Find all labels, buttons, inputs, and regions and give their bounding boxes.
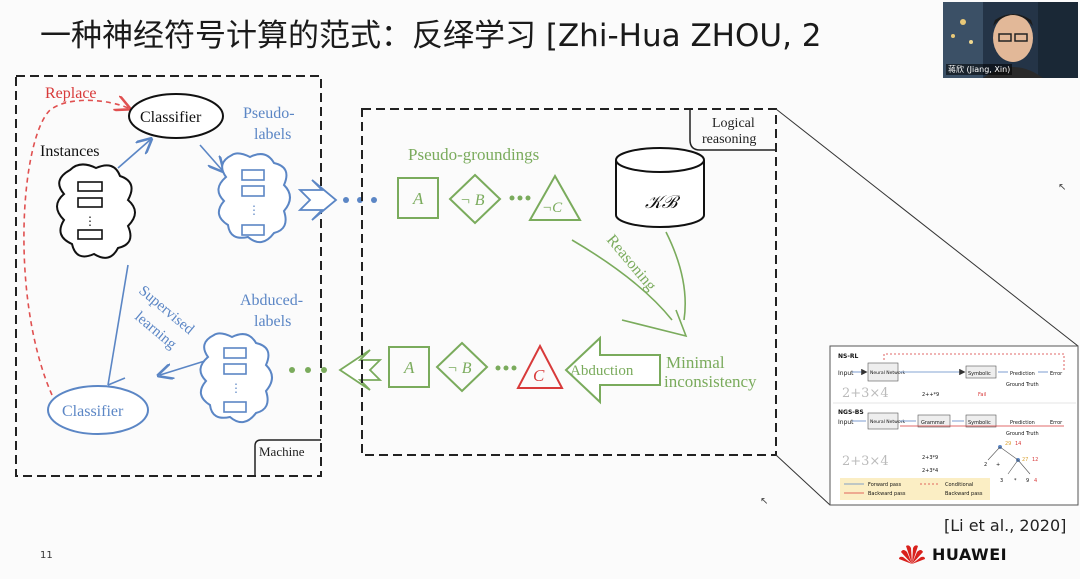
- pseudo-labels-cloud: [217, 152, 291, 244]
- svg-text:2+3*4: 2+3*4: [922, 468, 938, 474]
- svg-text:Backward pass: Backward pass: [868, 491, 906, 497]
- pseudo-labels-1: Pseudo-: [243, 105, 295, 122]
- svg-text:Error: Error: [1050, 371, 1063, 377]
- abduction-arrow: [564, 335, 661, 405]
- svg-text:⋮: ⋮: [248, 203, 260, 217]
- svg-text:Grammar: Grammar: [921, 420, 946, 426]
- svg-text:Ground Truth: Ground Truth: [1006, 382, 1039, 388]
- svg-text:Input: Input: [838, 370, 854, 377]
- symbol-c-bottom: [516, 343, 564, 389]
- classifier-bottom: [47, 385, 149, 435]
- huawei-petals-icon: [898, 542, 926, 566]
- svg-text:NGS-BS: NGS-BS: [838, 409, 864, 416]
- svg-text:Symbolic: Symbolic: [968, 420, 991, 426]
- reasoning-label: Reasoning: [603, 232, 659, 295]
- svg-text:Ground Truth: Ground Truth: [1006, 431, 1039, 437]
- classifier-top-label: Classifier: [140, 109, 202, 126]
- svg-text:2+3×4: 2+3×4: [842, 454, 889, 469]
- logical-label: Logical: [712, 116, 755, 131]
- inconsistency-label: inconsistency: [664, 372, 757, 391]
- svg-text:Neural Network: Neural Network: [870, 419, 905, 425]
- svg-text:+: +: [996, 462, 1000, 468]
- participant-name: 蒋欣 (Jiang, Xin): [946, 64, 1013, 75]
- abduced-labels-cloud: [199, 332, 273, 424]
- svg-text:27: 27: [1022, 457, 1028, 463]
- page-number: 11: [40, 550, 53, 561]
- classifier-top: [128, 93, 224, 139]
- citation: [Li et al., 2020]: [944, 516, 1067, 535]
- abduced-labels-1: Abduced-: [240, 292, 303, 309]
- svg-text:¬C: ¬C: [542, 200, 563, 216]
- symbol-a-top: [397, 177, 439, 219]
- brand-name: HUAWEI: [932, 544, 1008, 564]
- svg-text:Fail: Fail: [978, 392, 986, 398]
- svg-text:⋮: ⋮: [230, 381, 242, 395]
- svg-text:4: 4: [1034, 478, 1037, 484]
- svg-text:⋮: ⋮: [84, 214, 96, 228]
- machine-label: Machine: [259, 444, 305, 459]
- pseudo-labels-2: labels: [254, 126, 291, 143]
- svg-text:2+3*9: 2+3*9: [922, 455, 938, 461]
- symbol-a-bottom: [388, 346, 430, 388]
- svg-text:Neural Network: Neural Network: [870, 370, 905, 376]
- inset-parse-tree: 29 14 27 12 2 + 3 * 9 4: [984, 441, 1038, 484]
- svg-text:2++*9: 2++*9: [922, 392, 939, 398]
- svg-text:Error: Error: [1050, 420, 1063, 426]
- svg-text:Symbolic: Symbolic: [968, 371, 991, 377]
- abduced-labels-2: labels: [254, 313, 291, 330]
- knowledge-base: [615, 160, 705, 228]
- symbol-not-c-top: [528, 173, 582, 221]
- mouse-cursor-icon: ↖: [1058, 182, 1067, 193]
- svg-text:Forward pass: Forward pass: [868, 482, 902, 488]
- svg-text:C: C: [533, 366, 545, 385]
- video-tile[interactable]: 蒋欣 (Jiang, Xin): [943, 2, 1078, 78]
- classifier-bottom-label: Classifier: [62, 403, 124, 420]
- machine-learning-box: [15, 75, 322, 477]
- svg-text:NS-RL: NS-RL: [838, 353, 858, 360]
- svg-text:2+3×4: 2+3×4: [842, 386, 889, 401]
- svg-text:14: 14: [1015, 441, 1021, 447]
- svg-text:*: *: [1014, 478, 1017, 484]
- abduction-label: Abduction: [570, 363, 634, 379]
- symbol-not-b-bottom: [435, 341, 489, 393]
- svg-text:Input: Input: [838, 419, 854, 426]
- svg-text:9: 9: [1026, 478, 1029, 484]
- svg-text:A: A: [412, 189, 424, 208]
- replace-label: Replace: [45, 85, 97, 102]
- logical-reasoning-box: [361, 108, 777, 456]
- slide-title: 一种神经符号计算的范式：反绎学习 [Zhi-Hua ZHOU, 2: [40, 18, 822, 54]
- svg-text:12: 12: [1032, 457, 1038, 463]
- instances-cloud: [56, 163, 136, 259]
- mouse-cursor-icon-2: ↖: [760, 496, 769, 507]
- svg-text:29: 29: [1005, 441, 1011, 447]
- svg-text:2: 2: [984, 462, 987, 468]
- svg-text:Prediction: Prediction: [1010, 420, 1035, 426]
- svg-text:Conditional: Conditional: [945, 482, 973, 488]
- instances-label: Instances: [40, 143, 100, 160]
- svg-text:3: 3: [1000, 478, 1003, 484]
- svg-text:¬ B: ¬ B: [460, 192, 485, 209]
- kb-label: 𝒦ℬ: [645, 192, 681, 212]
- minimal-label: Minimal: [666, 353, 725, 372]
- pseudo-groundings-label: Pseudo-groundings: [408, 145, 539, 164]
- svg-text:¬ B: ¬ B: [447, 360, 472, 377]
- svg-text:A: A: [403, 358, 415, 377]
- reasoning-label-box: reasoning: [702, 132, 756, 147]
- symbol-not-b-top: [448, 173, 502, 225]
- huawei-logo: HUAWEI: [898, 542, 1007, 566]
- svg-text:Prediction: Prediction: [1010, 371, 1035, 377]
- svg-text:Backward pass: Backward pass: [945, 491, 983, 497]
